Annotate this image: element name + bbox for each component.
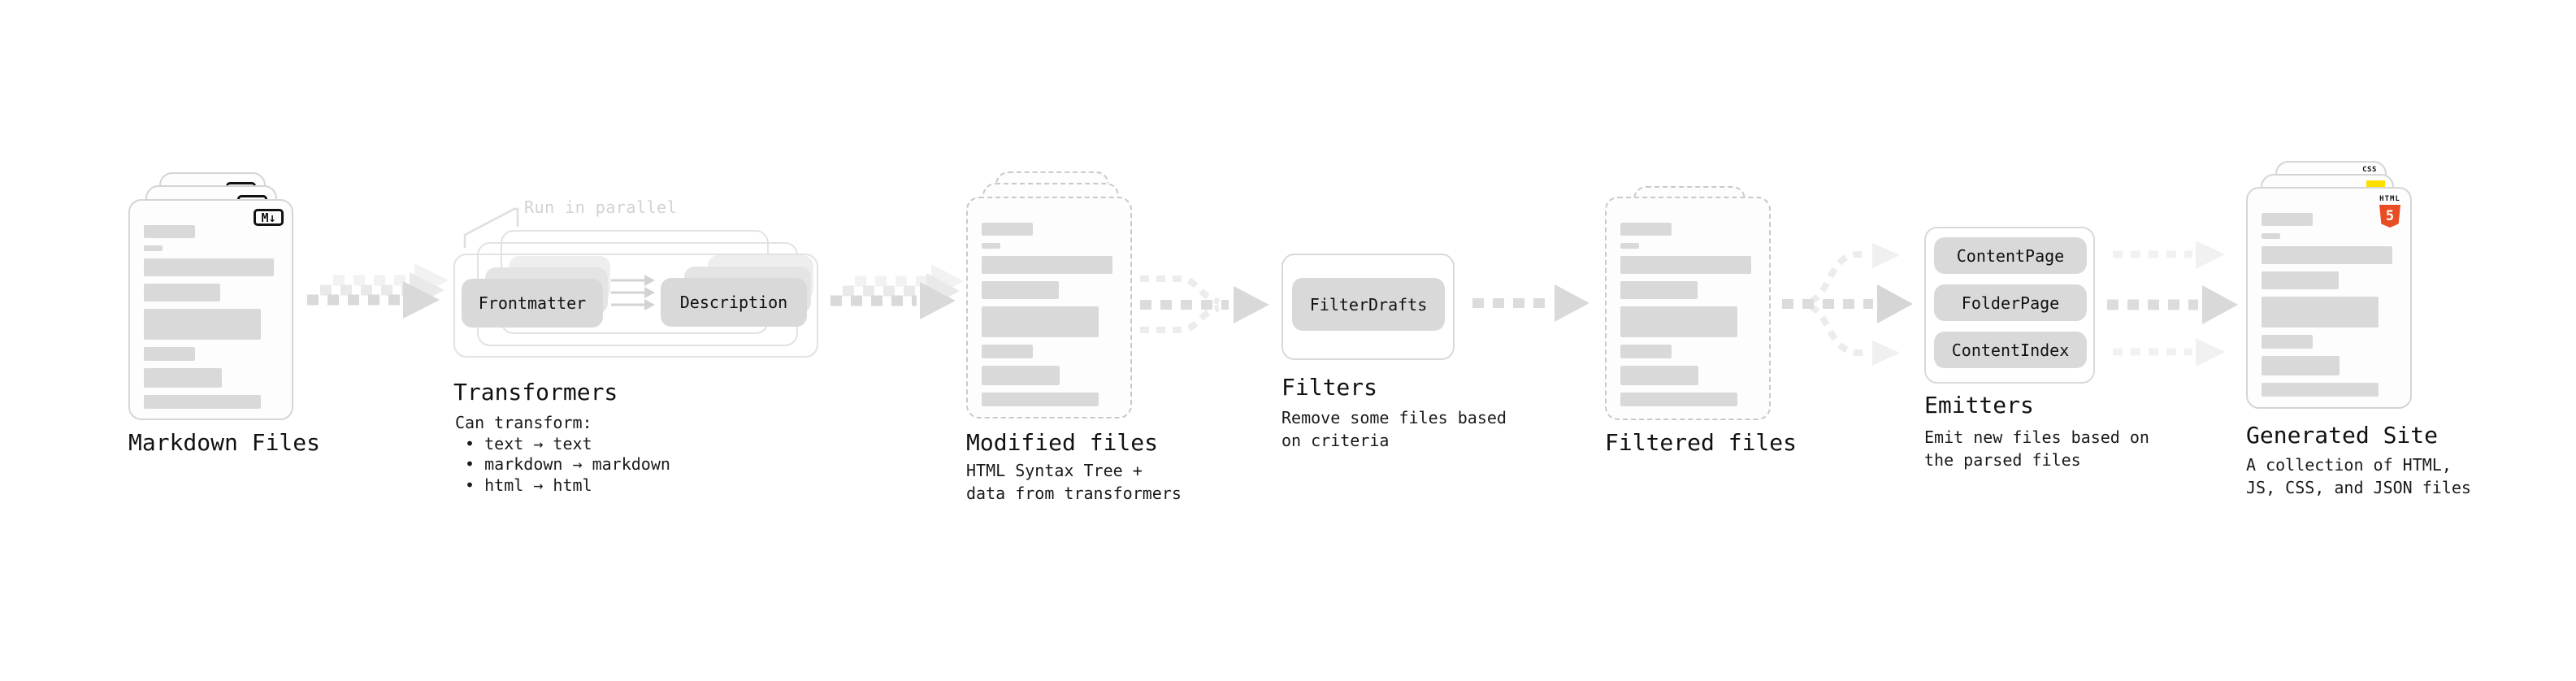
transformer-step-frontmatter: Frontmatter — [462, 279, 603, 327]
filters-subtitle: Remove some files based on criteria — [1281, 408, 1507, 450]
placeholder-bar — [1620, 345, 1672, 358]
arrow-filtered-to-emitters-fork — [1782, 243, 1913, 366]
placeholder-bar — [2262, 246, 2393, 264]
arrow-emitters-to-site — [2107, 241, 2238, 367]
placeholder-bar — [1620, 306, 1738, 337]
modified-files-subtitle: HTML Syntax Tree + data from transformer… — [966, 461, 1182, 503]
doc-content-placeholder — [982, 223, 1117, 406]
arrow-markdown-to-transformers — [307, 263, 449, 319]
html5-icon-word: HTML — [2379, 195, 2400, 203]
html5-icon: HTML 5 — [2379, 195, 2400, 228]
arrow-modified-to-filters-merge — [1140, 275, 1269, 333]
markdown-icon: M↓ — [254, 209, 284, 226]
placeholder-bar — [2262, 271, 2339, 289]
arrow-transformers-to-modified — [830, 264, 964, 319]
placeholder-bar — [1620, 393, 1738, 406]
stage-title-markdown-files: Markdown Files — [128, 429, 321, 456]
filter-step-filterdrafts: FilterDrafts — [1292, 278, 1445, 331]
placeholder-bar — [2262, 335, 2314, 349]
placeholder-bar — [982, 345, 1034, 358]
placeholder-bar — [144, 309, 261, 340]
stage-title-modified-files: Modified files — [966, 429, 1159, 456]
doc-content-placeholder — [1620, 223, 1755, 406]
placeholder-bar — [144, 347, 195, 361]
doc-content-placeholder — [2262, 213, 2396, 397]
stage-title-filters: Filters — [1281, 374, 1378, 401]
placeholder-bar — [982, 281, 1059, 299]
placeholder-bar — [1620, 281, 1698, 299]
placeholder-bar — [982, 256, 1113, 274]
modified-file-doc-front — [966, 197, 1132, 419]
placeholder-bar — [144, 395, 261, 409]
stage-title-transformers: Transformers — [453, 379, 618, 406]
placeholder-bar — [982, 243, 1001, 249]
placeholder-bar — [982, 366, 1060, 385]
placeholder-bar — [1620, 243, 1640, 249]
emitter-folderpage: FolderPage — [1934, 284, 2087, 321]
site-file-doc-html: HTML 5 — [2246, 187, 2412, 409]
stage-title-generated-site: Generated Site — [2246, 422, 2439, 449]
placeholder-bar — [144, 245, 163, 251]
placeholder-bar — [144, 284, 221, 301]
run-in-parallel-note: Run in parallel — [524, 197, 678, 217]
placeholder-bar — [982, 223, 1034, 236]
placeholder-bar — [144, 258, 275, 276]
generated-site-subtitle: A collection of HTML, JS, CSS, and JSON … — [2246, 455, 2471, 497]
doc-content-placeholder — [144, 225, 278, 409]
transformer-container-front — [453, 254, 818, 358]
placeholder-bar — [2262, 213, 2314, 226]
placeholder-bar — [982, 393, 1099, 406]
stage-title-emitters: Emitters — [1924, 392, 2034, 419]
markdown-file-doc-front: M↓ — [128, 199, 293, 420]
placeholder-bar — [1620, 256, 1752, 274]
placeholder-bar — [2262, 383, 2379, 397]
placeholder-bar — [2262, 356, 2340, 375]
arrow-filters-to-filtered — [1472, 284, 1589, 322]
emitter-contentpage: ContentPage — [1934, 237, 2087, 274]
placeholder-bar — [144, 225, 195, 238]
transformers-description: Can transform: • text → text • markdown … — [455, 413, 670, 495]
html5-icon-shield: 5 — [2379, 205, 2400, 228]
stage-title-filtered-files: Filtered files — [1605, 429, 1798, 456]
emitters-subtitle: Emit new files based on the parsed files — [1924, 427, 2149, 470]
filtered-file-doc-front — [1605, 197, 1771, 420]
emitter-contentindex: ContentIndex — [1934, 332, 2087, 368]
placeholder-bar — [144, 368, 222, 388]
placeholder-bar — [2262, 233, 2281, 239]
placeholder-bar — [2262, 297, 2379, 327]
css-icon-label: CSS — [2362, 166, 2377, 174]
placeholder-bar — [1620, 366, 1699, 385]
transformer-step-description: Description — [661, 278, 807, 327]
placeholder-bar — [1620, 223, 1672, 236]
placeholder-bar — [982, 306, 1099, 337]
